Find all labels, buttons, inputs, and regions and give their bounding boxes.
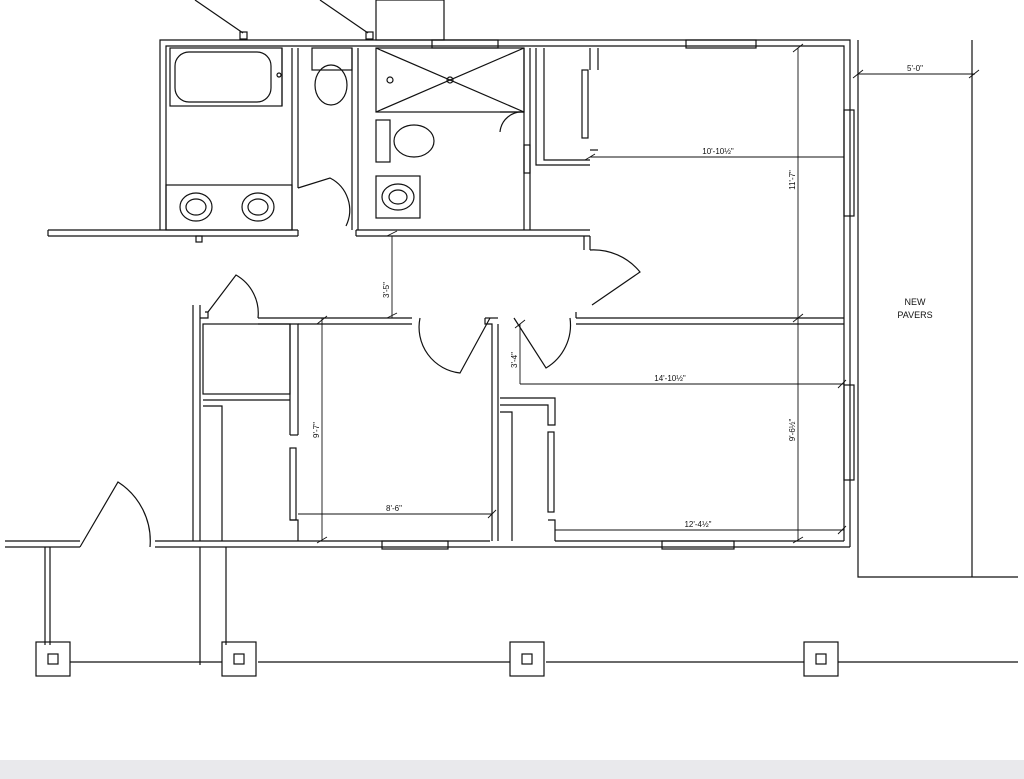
- page-bottom-edge: [0, 760, 1024, 779]
- dim-hall-width: 3'-5": [382, 282, 391, 298]
- pavers-note: NEW PAVERS: [897, 297, 932, 320]
- pavers-label-line1: NEW: [905, 297, 927, 307]
- bedroom-right: [500, 317, 572, 541]
- dimension-lines: [298, 43, 980, 544]
- dim-bed-right-depth: 9'-6½": [788, 419, 797, 442]
- bottom-windows: [381, 540, 735, 550]
- bedroom-left: [192, 274, 499, 541]
- dim-pavers-width: 5'-0": [907, 64, 923, 73]
- floor-plan-drawing: 3'-5" 10'-10½" 11'-7" 9'-7" 8'-6" 3'-4" …: [5, 0, 1018, 677]
- dim-bed-top-width: 10'-10½": [702, 147, 734, 156]
- dim-bed-left-depth: 9'-7": [312, 422, 321, 438]
- pavers-area: [857, 40, 1018, 578]
- dim-bed-right-width-upper: 14'-10½": [654, 374, 686, 383]
- dimension-labels: 3'-5" 10'-10½" 11'-7" 9'-7" 8'-6" 3'-4" …: [312, 64, 923, 529]
- top-windows: [431, 39, 757, 49]
- dim-bed-top-depth: 11'-7": [788, 170, 797, 190]
- bathroom-master: [165, 47, 359, 231]
- porch-structure: [35, 547, 1018, 677]
- dim-bed-right-offset: 3'-4": [510, 352, 519, 368]
- pavers-label-line2: PAVERS: [897, 310, 932, 320]
- hall-walls: [47, 229, 590, 243]
- dim-bed-left-width: 8'-6": [386, 504, 402, 513]
- entry-door: [79, 481, 151, 548]
- interior-partitions: [575, 236, 844, 325]
- exterior-walls: [5, 39, 851, 548]
- closet-top-bedroom: [523, 48, 599, 174]
- top-leader-lines: [194, 0, 445, 41]
- bathroom-hall: [375, 47, 531, 230]
- right-windows: [843, 109, 855, 481]
- dim-bed-right-width-lower: 12'-4½": [684, 520, 711, 529]
